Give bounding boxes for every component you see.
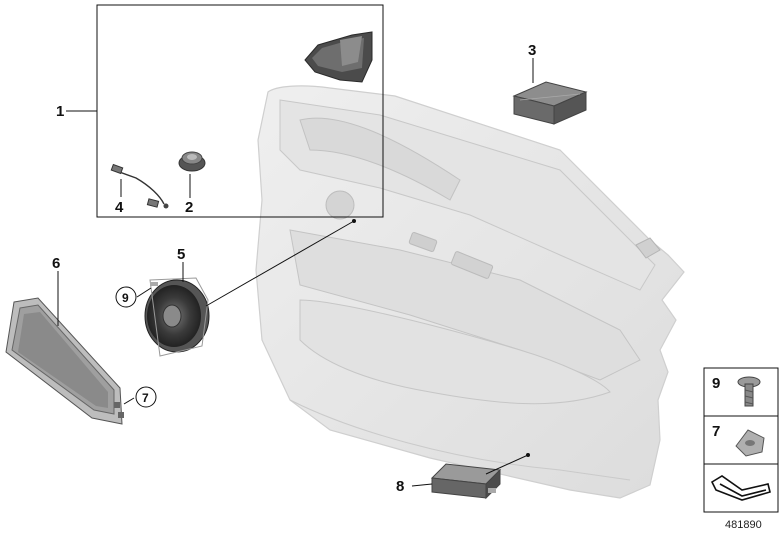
callout-circle-7 [135,386,157,408]
callout-4: 4 [115,199,124,216]
callout-5: 5 [177,246,185,263]
callout-1: 1 [56,103,64,120]
legend-label-9: 9 [712,375,720,392]
clip-nut-icon [735,429,765,457]
callout-circle-9 [115,286,137,308]
callout-9: 9 [122,291,129,305]
legend-label-7: 7 [712,423,720,440]
screw-icon [737,376,761,407]
callout-7: 7 [142,391,149,405]
callout-8: 8 [396,478,404,495]
midrange-speaker-icon [144,277,210,357]
reference-number: 481890 [725,519,762,531]
door-trim-panel-icon [255,85,685,499]
cable-harness-icon [110,163,169,209]
tool-icon [710,475,771,501]
callout-2: 2 [185,199,193,216]
speaker-grille-icon [5,297,124,425]
tweeter-speaker-icon [178,151,206,172]
callout-3: 3 [528,42,536,59]
amplifier-box-icon [512,81,588,125]
fastener-legend: 9 7 [703,367,779,513]
callout-6: 6 [52,255,60,272]
control-module-icon [430,463,502,500]
tweeter-cover-icon [304,31,373,83]
